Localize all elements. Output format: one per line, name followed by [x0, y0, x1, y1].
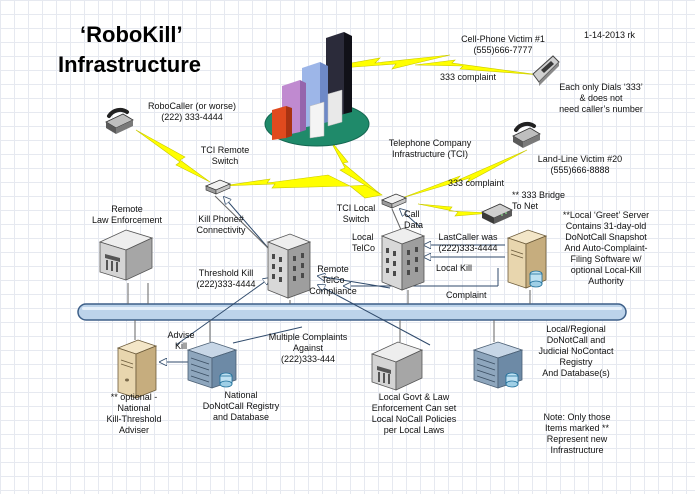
bank-building-icon — [370, 341, 424, 391]
new-infrastructure-note: Note: Only those Items marked ** Represe… — [543, 412, 611, 455]
local-kill-label: Local Kill — [436, 263, 473, 273]
tci-remote-switch-label: TCI Remote Switch — [200, 145, 250, 166]
server-tower-icon — [116, 339, 158, 399]
regional-dnc-label: Local/Regional DoNotCall and Judicial No… — [538, 324, 614, 378]
bridge-to-net-label: ** 333 Bridge To Net — [512, 190, 566, 211]
network-bus-icon — [77, 303, 627, 321]
remote-telco-compliance-label: Remote TelCo Compliance — [309, 264, 357, 296]
network-switch-icon — [204, 179, 232, 195]
complaint-333-mid-label: 333 complaint — [448, 178, 505, 188]
call-data-label: Call Data — [404, 209, 424, 230]
complaint-label: Complaint — [446, 290, 487, 300]
advise-kill-label: Advise Kill — [167, 330, 195, 351]
network-switch-icon — [380, 193, 408, 209]
last-caller-label: LastCaller was (222)333-4444 — [438, 232, 498, 253]
remote-law-enforcement-label: Remote Law Enforcement — [91, 204, 163, 225]
telco-infrastructure-label: Telephone Company Infrastructure (TCI) — [388, 138, 472, 159]
desk-phone-icon — [105, 107, 134, 134]
robocaller-label: RoboCaller (or worse) (222) 333-4444 — [147, 101, 237, 122]
diagram-title-line2: Infrastructure — [58, 52, 202, 77]
server-rack-icon — [472, 341, 524, 389]
bank-building-icon — [98, 229, 154, 281]
local-telco-label: Local TelCo — [352, 232, 376, 253]
network-switch-icon — [481, 203, 513, 224]
landline-victim-label: Land-Line Victim #20 (555)666-8888 — [537, 154, 623, 175]
desk-phone-icon — [512, 121, 541, 148]
kill-phone-connectivity-label: Kill Phone# Connectivity — [196, 214, 246, 235]
office-building-icon — [380, 227, 426, 291]
threshold-kill-label: Threshold Kill (222)333-4444 — [196, 268, 256, 289]
diagram-date: 1-14-2013 rk — [584, 30, 636, 40]
server-tower-icon — [506, 229, 548, 289]
office-building-icon — [266, 233, 312, 299]
national-adviser-label: ** optional - National Kill-Threshold Ad… — [106, 392, 162, 435]
tci-local-switch-label: TCI Local Switch — [336, 203, 376, 224]
city-buildings-icon — [264, 32, 370, 147]
multiple-complaints-label: Multiple Complaints Against (222)333-444 — [268, 332, 348, 364]
diagram-title-line1: ‘RoboKill’ — [80, 22, 183, 47]
complaint-333-top-label: 333 complaint — [440, 72, 497, 82]
national-dnc-label: National DoNotCall Registry and Database — [202, 390, 280, 422]
plain-connectors — [127, 195, 531, 342]
dial-note-label: Each only Dials ‘333’ & does not need ca… — [559, 82, 643, 114]
flow-arrows — [160, 197, 505, 362]
local-govt-label: Local Govt & Law Enforcement Can set Loc… — [371, 392, 457, 435]
cell-phone-icon — [532, 55, 560, 86]
cell-victim-label: Cell-Phone Victim #1 (555)666-7777 — [461, 34, 545, 55]
greet-server-label: **Local ‘Greet’ Server Contains 31-day-o… — [562, 210, 650, 286]
server-rack-icon — [186, 341, 238, 389]
